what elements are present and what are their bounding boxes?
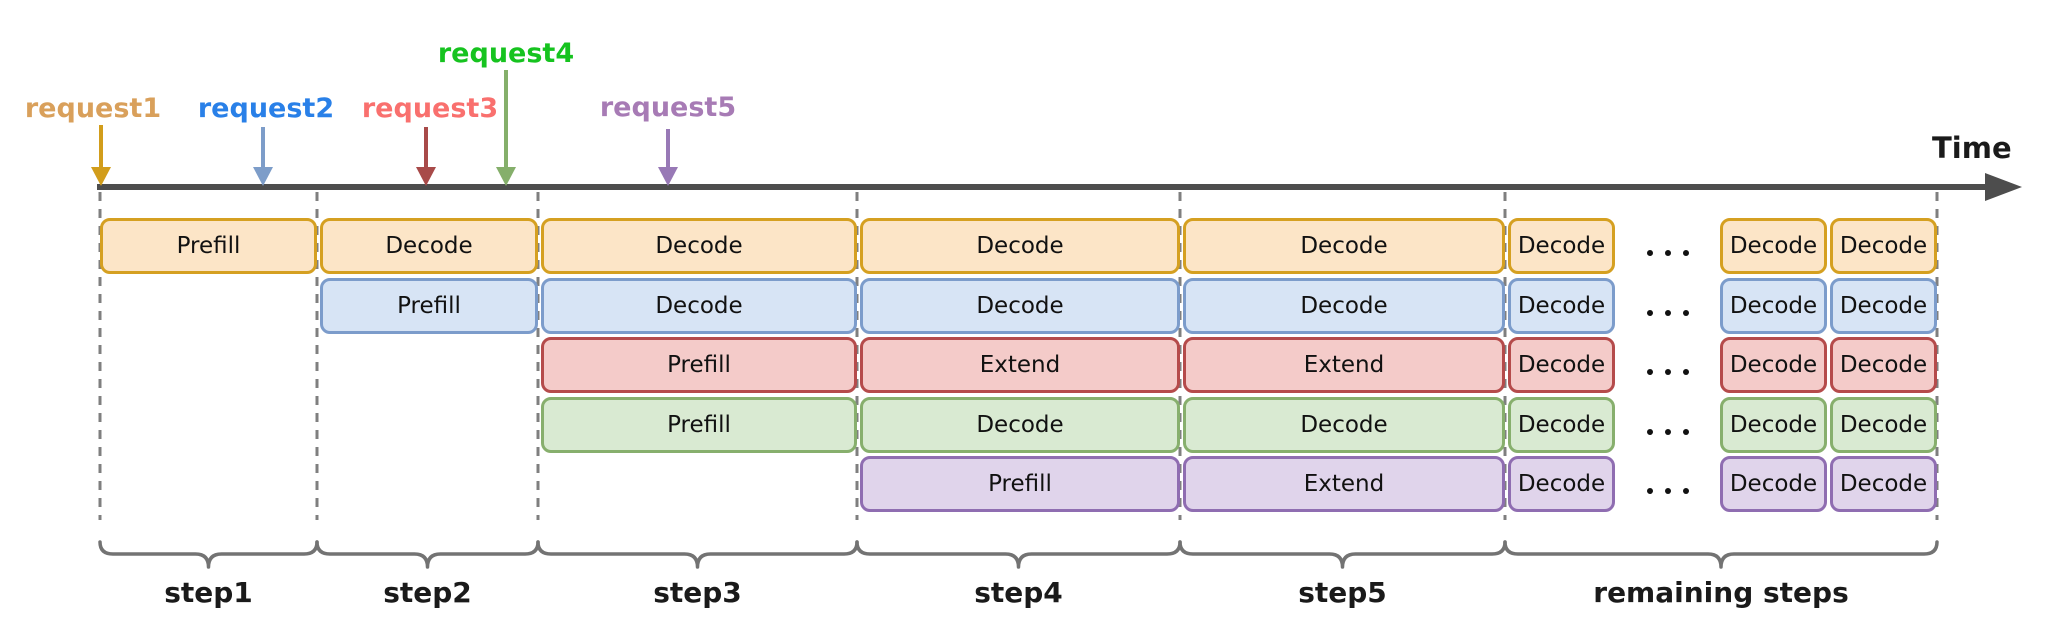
step-brace-4 [855,540,1182,569]
block-request5-2-extend: Extend [1183,456,1505,512]
ellipsis-request1 [1647,250,1689,256]
block-request2-1-prefill: Prefill [320,277,538,334]
block-request1-3-decode: Decode [541,218,857,274]
block-request1-1-prefill: Prefill [100,218,317,274]
ellipsis-dot [1665,369,1671,375]
block-request2-5-decode: Decode [1508,277,1615,334]
request-arrival-label-5: request5 [599,92,737,123]
block-request3-2-extend: Extend [860,337,1180,393]
ellipsis-dot [1665,428,1671,435]
ellipsis-dot [1683,488,1689,494]
block-request1-4-decode: Decode [860,218,1180,274]
block-request3-6-decode: Decode [1830,337,1937,393]
block-request4-6-decode: Decode [1830,396,1937,453]
request-arrival-label-4: request4 [437,38,575,69]
request-arrival-label-2: request2 [197,93,335,124]
ellipsis-dot [1683,369,1689,375]
ellipsis-dot [1683,309,1689,316]
block-request1-6-decode: Decode [1508,218,1615,274]
request-arrival-arrow-icon-5 [658,167,678,186]
block-request1-8-decode: Decode [1830,218,1937,274]
block-request3-3-extend: Extend [1183,337,1505,393]
step-brace-2 [315,540,540,569]
block-request1-2-decode: Decode [320,218,538,274]
block-request4-5-decode: Decode [1720,396,1827,453]
block-request3-5-decode: Decode [1720,337,1827,393]
step-label-4: step4 [974,576,1063,609]
request-arrival-arrow-icon-3 [416,167,436,186]
block-request5-4-decode: Decode [1720,456,1827,512]
block-request2-4-decode: Decode [1183,277,1505,334]
step-label-1: step1 [164,576,253,609]
step-label-2: step2 [383,576,472,609]
block-request5-5-decode: Decode [1830,456,1937,512]
ellipsis-dot [1647,488,1653,494]
request-arrival-arrow-icon-2 [253,167,273,186]
time-axis-label: Time [1932,131,2012,165]
block-request2-3-decode: Decode [860,277,1180,334]
request-arrival-arrow-icon-1 [91,167,111,186]
block-request2-2-decode: Decode [541,277,857,334]
block-request3-4-decode: Decode [1508,337,1615,393]
step-brace-3 [536,540,859,569]
step-brace-1 [98,540,319,569]
ellipsis-request4 [1647,428,1689,435]
request-arrival-label-1: request1 [24,93,162,124]
block-request5-3-decode: Decode [1508,456,1615,512]
block-request2-7-decode: Decode [1830,277,1937,334]
ellipsis-dot [1647,250,1653,256]
ellipsis-dot [1683,250,1689,256]
timeline-arrowhead-icon [1985,173,2022,201]
request-arrival-arrow-icon-4 [496,167,516,186]
step-label-6: remaining steps [1593,576,1849,609]
ellipsis-request5 [1647,488,1689,494]
ellipsis-dot [1647,428,1653,435]
ellipsis-request3 [1647,369,1689,375]
ellipsis-dot [1647,309,1653,316]
ellipsis-dot [1665,488,1671,494]
block-request4-2-decode: Decode [860,396,1180,453]
ellipsis-dot [1665,309,1671,316]
block-request4-4-decode: Decode [1508,396,1615,453]
step-brace-6 [1503,540,1939,569]
step-label-5: step5 [1298,576,1387,609]
block-request4-1-prefill: Prefill [541,396,857,453]
step-label-3: step3 [653,576,742,609]
block-request2-6-decode: Decode [1720,277,1827,334]
ellipsis-dot [1683,428,1689,435]
ellipsis-request2 [1647,309,1689,316]
block-request1-7-decode: Decode [1720,218,1827,274]
block-request5-1-prefill: Prefill [860,456,1180,512]
step-brace-5 [1178,540,1507,569]
block-request3-1-prefill: Prefill [541,337,857,393]
request-arrival-label-3: request3 [361,93,499,124]
block-request4-3-decode: Decode [1183,396,1505,453]
ellipsis-dot [1647,369,1653,375]
block-request1-5-decode: Decode [1183,218,1505,274]
ellipsis-dot [1665,250,1671,256]
